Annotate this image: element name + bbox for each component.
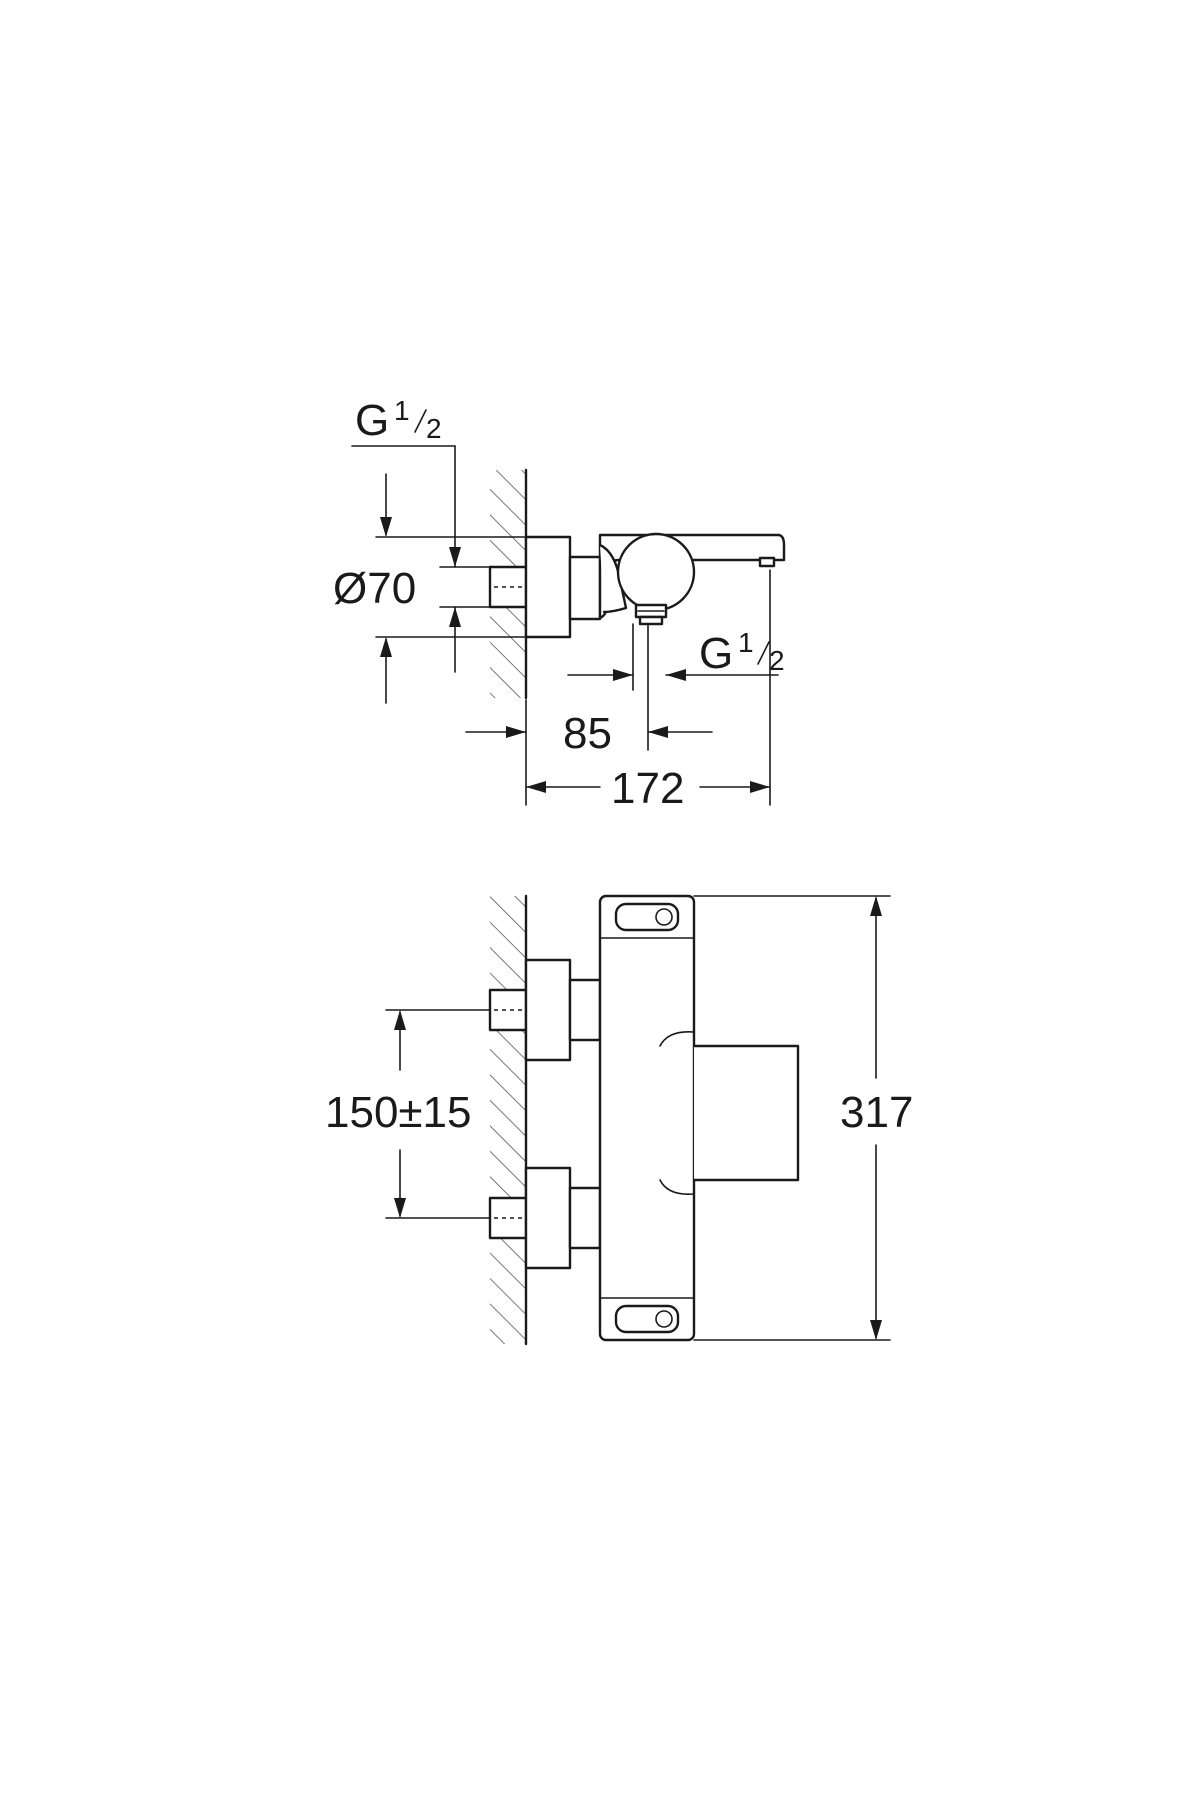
inlet-thread-denominator: 2 [426,413,442,444]
diameter-label: Ø70 [333,564,416,613]
diameter-dimension: Ø70 [333,473,527,704]
inlet-thread-numerator: 1 [394,395,410,426]
mixer-body-side [524,532,786,639]
top-control-knob [614,902,680,932]
inlet-thread-prefix: G [355,396,389,445]
length-label: 172 [611,764,684,813]
lower-inlet [488,1166,602,1270]
outlet-thread-leader: G 1 2 [567,623,785,691]
mixer-body-front [598,894,800,1342]
outlet-thread-denominator: 2 [769,645,785,676]
height-label: 317 [840,1088,913,1137]
bottom-control-knob [614,1304,680,1334]
inlet-connector-side [488,565,528,609]
inlet-thread-leader: G 1 2 [351,395,491,673]
outlet-thread-numerator: 1 [738,627,754,658]
height-dimension: 317 [693,895,913,1341]
depth-label: 85 [563,709,612,758]
side-view: Ø70 G 1 2 G 1 2 [333,395,786,813]
spacing-label: 150±15 [325,1088,472,1137]
length-dimension: 172 [525,569,771,813]
depth-dimension: 85 [465,623,713,758]
spacing-dimension: 150±15 [325,1009,491,1219]
wall-section-bottom [490,894,528,1346]
outlet-thread-prefix: G [699,629,733,678]
front-view: 150±15 317 [325,894,913,1346]
